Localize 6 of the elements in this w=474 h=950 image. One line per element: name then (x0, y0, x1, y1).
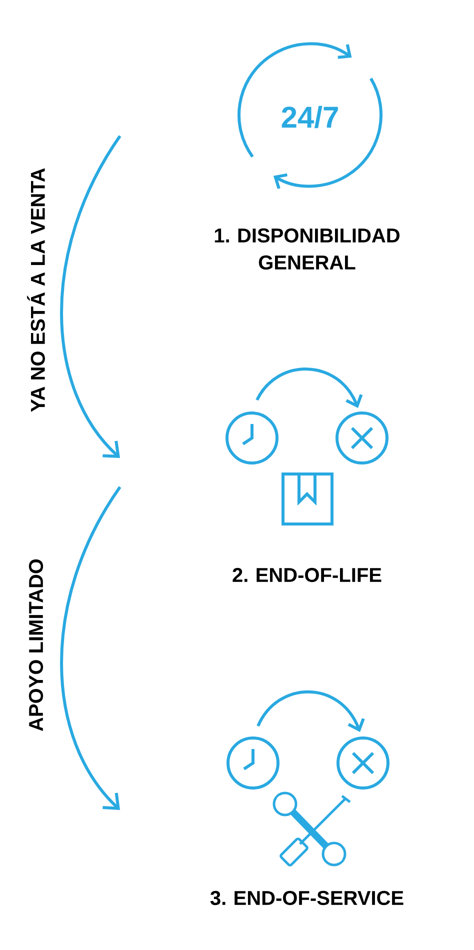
stage-title: 2. END-OF-LIFE (232, 568, 382, 582)
stage-title: 1. DISPONIBILIDAD GENERAL (214, 228, 400, 270)
side-label: APOYO LIMITADO (28, 559, 44, 731)
side-label: YA NO ESTÁ A LA VENTA (27, 168, 45, 412)
stage-title: 3. END-OF-SERVICE (210, 890, 404, 906)
hours-text: 24/7 (282, 106, 338, 128)
